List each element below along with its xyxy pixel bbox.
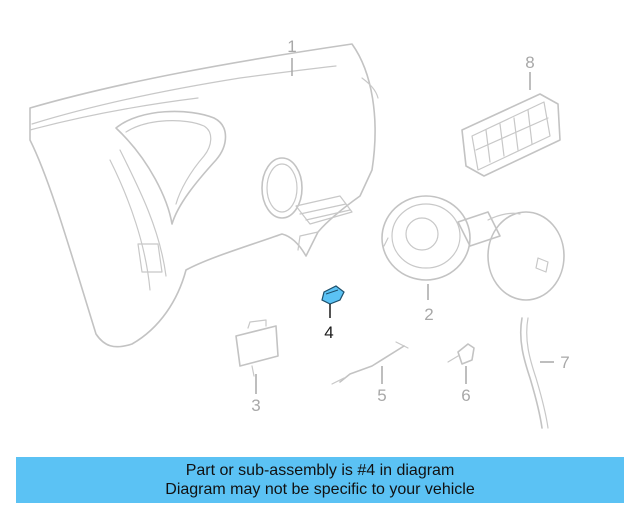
callout-7: 7 xyxy=(560,353,569,372)
cable-drawing xyxy=(331,341,409,385)
callout-2: 2 xyxy=(424,305,433,324)
actuator-drawing xyxy=(447,343,475,365)
bracket-drawing xyxy=(235,319,279,377)
banner-line-1: Part or sub-assembly is #4 in diagram xyxy=(185,462,455,479)
info-banner: Part or sub-assembly is #4 in diagram Di… xyxy=(16,457,624,503)
banner-line-2: Diagram may not be specific to your vehi… xyxy=(165,481,475,498)
callout-1: 1 xyxy=(287,37,296,56)
quarter-panel-drawing xyxy=(29,43,379,348)
callout-3: 3 xyxy=(251,396,260,415)
callout-6: 6 xyxy=(461,386,470,405)
vent-grille-drawing xyxy=(461,93,561,177)
parts-diagram: 1 2 3 4 5 6 7 8 xyxy=(29,37,570,429)
fuel-door-drawing xyxy=(381,195,565,301)
callout-4: 4 xyxy=(324,323,333,342)
callout-5: 5 xyxy=(377,386,386,405)
tether-drawing xyxy=(519,317,549,429)
highlighted-part-4 xyxy=(321,285,345,305)
callout-8: 8 xyxy=(525,53,534,72)
